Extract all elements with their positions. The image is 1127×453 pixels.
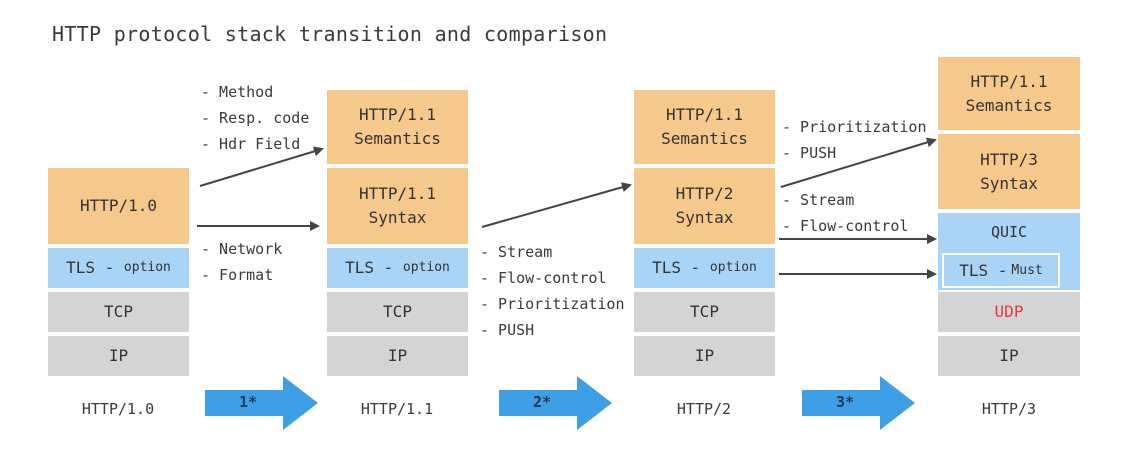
transition-badge-1: 1* [238,393,258,411]
stack-label-http11: HTTP/1.1 [360,400,434,418]
http11-ip-layer: IP [327,336,468,376]
http10-ip-layer: IP [48,336,189,376]
h2-feature-notes: - Stream - Flow-control - Prioritization… [480,243,625,339]
arrow-h2-to-h3-semantics [780,137,937,188]
http2-tls-layer: TLS - option [634,248,775,288]
http11-tcp-layer: TCP [327,292,468,332]
transition-arrow-3 [802,376,915,430]
http2-semantics-layer: HTTP/1.1 Semantics [634,90,775,164]
transition-arrow-2 [499,376,612,430]
stack-label-http2: HTTP/2 [676,400,732,418]
http3-ip-layer: IP [938,336,1080,376]
http3-syntax-layer: HTTP/3 Syntax [938,134,1080,209]
arrow-h10-to-semantics [199,146,324,187]
transition-badge-2: 2* [532,393,552,411]
http3-udp-layer: UDP [938,292,1080,332]
http11-syntax-layer: HTTP/1.1 Syntax [327,168,468,244]
http3-semantics-layer: HTTP/1.1 Semantics [938,57,1080,130]
http10-tls-layer: TLS - option [48,248,189,288]
semantics-notes: - Method - Resp. code - Hdr Field [201,83,310,153]
transition-arrow-1 [205,376,318,430]
http2-ip-layer: IP [634,336,775,376]
stack-label-http3: HTTP/3 [981,400,1037,418]
diagram-title: HTTP protocol stack transition and compa… [52,22,608,46]
http3-quic-label: QUIC [990,223,1028,241]
http10-layer: HTTP/1.0 [48,168,189,244]
h3-semantics-notes: - Prioritization - PUSH [782,118,927,162]
http11-tls-layer: TLS - option [327,248,468,288]
arrow-h11-to-h2-syntax [481,182,632,228]
h3-syntax-notes: - Stream - Flow-control [782,191,909,235]
syntax-notes: - Network - Format [201,240,283,284]
http2-tcp-layer: TCP [634,292,775,332]
http3-tls-layer: TLS -Must [942,253,1060,288]
http10-tcp-layer: TCP [48,292,189,332]
transition-badge-3: 3* [835,393,855,411]
http11-semantics-layer: HTTP/1.1 Semantics [327,90,468,164]
stack-label-http10: HTTP/1.0 [81,400,155,418]
http2-syntax-layer: HTTP/2 Syntax [634,168,775,244]
